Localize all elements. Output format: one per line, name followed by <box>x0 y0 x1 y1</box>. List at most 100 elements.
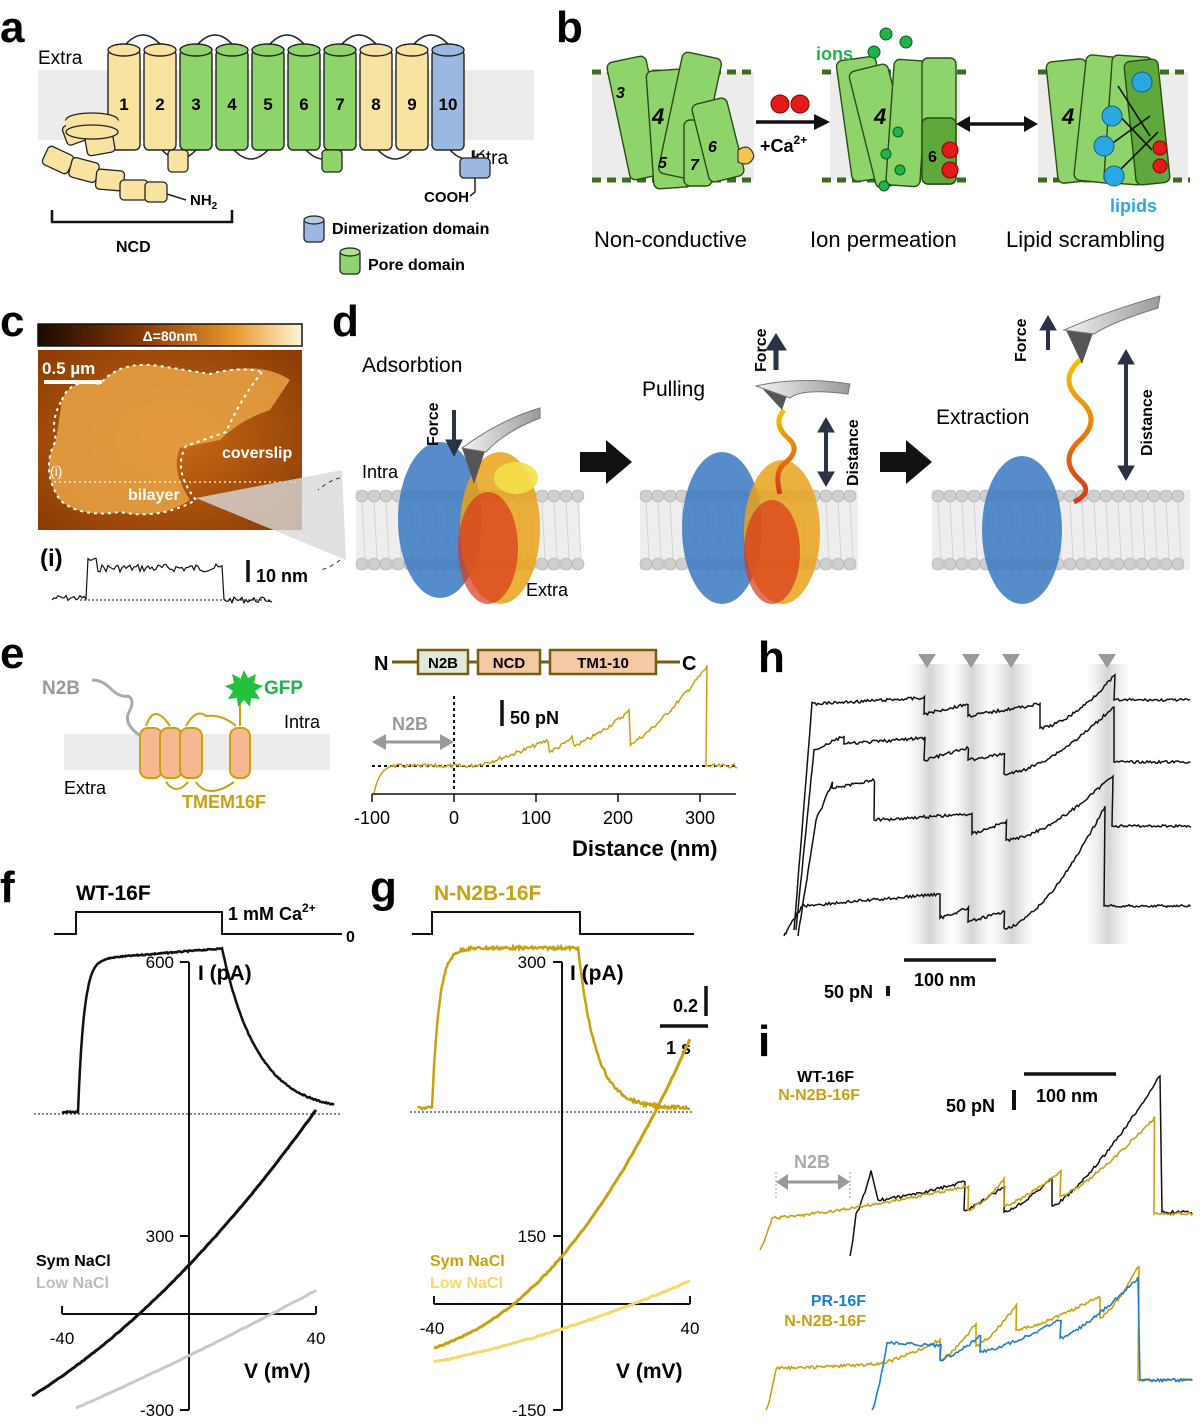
x-axis-label-g: V (mV) <box>616 1360 683 1383</box>
ca-stim-label: 1 mM Ca2+ <box>228 901 316 924</box>
panel-label-e: e <box>0 629 24 678</box>
afm-tip-1 <box>460 407 541 484</box>
panel-label-c: c <box>0 297 24 346</box>
panel-label-h: h <box>758 633 785 682</box>
svg-text:Extra: Extra <box>526 580 569 600</box>
ions-label: ions <box>816 44 853 64</box>
panel-label-d: d <box>332 297 359 346</box>
svg-text:100 nm: 100 nm <box>1036 1086 1098 1106</box>
svg-text:Force: Force <box>425 402 442 446</box>
panel-e-construct: N2B GFP Intra Extra TMEM16F N N2B NCD TM… <box>42 648 738 861</box>
svg-text:300: 300 <box>518 953 546 972</box>
afm-tip-2 <box>754 379 851 410</box>
iv-low-nacl-n2b <box>433 1279 691 1364</box>
svg-text:6: 6 <box>928 149 937 166</box>
panel-label-b: b <box>556 3 583 52</box>
step-adsorbtion: Adsorbtion <box>362 354 462 377</box>
panel-h-traces: 50 pN 100 nm <box>783 654 1192 1002</box>
nh2-label: NH2 <box>190 192 218 212</box>
svg-text:0.5 µm: 0.5 µm <box>42 359 95 378</box>
helix-label-10: 10 <box>439 95 458 114</box>
svg-text:40: 40 <box>307 1329 326 1348</box>
svg-text:Intra: Intra <box>284 712 321 732</box>
svg-text:C: C <box>682 653 696 675</box>
svg-text:GFP: GFP <box>264 678 303 699</box>
helix-label-4: 4 <box>227 95 237 114</box>
svg-text:100 nm: 100 nm <box>914 970 976 990</box>
svg-text:Distance: Distance <box>845 419 862 486</box>
legend-sym-f: Sym NaCl <box>36 1253 111 1270</box>
helix-label-7: 7 <box>335 95 344 114</box>
panel-g-n2b: N-N2B-16F 0.2 1 s 300 150 -150 -40 40 I … <box>410 882 708 1420</box>
helix-label-3: 3 <box>191 95 200 114</box>
title-wt16f: WT-16F <box>76 882 151 905</box>
legend-low-g: Low NaCl <box>430 1275 503 1292</box>
force-trace-i-wt <box>849 1074 1193 1257</box>
state-lipid-scrambling: Lipid scrambling <box>1006 227 1165 252</box>
legend-wt16f: WT-16F <box>797 1069 854 1086</box>
ncd-label: NCD <box>116 239 151 256</box>
step-arrow-1 <box>580 440 632 484</box>
state-nonconductive: Non-conductive <box>594 227 747 252</box>
svg-text:coverslip: coverslip <box>222 445 292 462</box>
x-tick-e: 0 <box>449 808 459 828</box>
svg-text:(i): (i) <box>50 463 62 479</box>
svg-text:Force: Force <box>753 328 770 372</box>
svg-text:0: 0 <box>346 929 355 946</box>
legend-nn2b16f-2: N-N2B-16F <box>784 1313 866 1330</box>
extra-label: Extra <box>38 48 83 69</box>
tmem16f-label: TMEM16F <box>182 792 266 812</box>
force-trace-i-n2b-2 <box>765 1265 1193 1411</box>
svg-text:300: 300 <box>146 1227 174 1246</box>
svg-text:N2B: N2B <box>794 1152 830 1172</box>
panel-label-a: a <box>0 3 25 52</box>
svg-text:4: 4 <box>1061 104 1074 129</box>
svg-text:NCD: NCD <box>493 655 526 672</box>
current-trace-n2b <box>417 943 691 1112</box>
helix-label-5: 5 <box>263 95 272 114</box>
svg-text:Distance: Distance <box>1139 389 1156 456</box>
x-tick-e: 200 <box>603 808 633 828</box>
helix-label-8: 8 <box>371 95 380 114</box>
svg-text:Extra: Extra <box>64 778 107 798</box>
x-axis-label-f: V (mV) <box>244 1360 311 1383</box>
profile-scale: 10 nm <box>256 566 308 586</box>
x-tick-e: 100 <box>521 808 551 828</box>
force-trace-h3 <box>797 774 1192 937</box>
svg-text:0.2: 0.2 <box>673 996 698 1016</box>
ca-label: +Ca2+ <box>760 133 807 156</box>
current-trace-wt <box>61 946 335 1114</box>
svg-text:N2B: N2B <box>42 678 80 699</box>
iv-sym-nacl-wt <box>31 1108 318 1398</box>
state-ion-permeation: Ion permeation <box>810 227 957 252</box>
svg-text:150: 150 <box>518 1227 546 1246</box>
svg-text:6: 6 <box>708 139 717 156</box>
panel-i-comparison: WT-16F N-N2B-16F 50 pN 100 nm N2B PR-16F… <box>759 1069 1194 1411</box>
svg-text:600: 600 <box>146 953 174 972</box>
step-arrow-2 <box>880 440 932 484</box>
title-nn2b16f: N-N2B-16F <box>434 882 542 905</box>
svg-text:Pore domain: Pore domain <box>368 257 465 274</box>
panel-b-gating-scheme: 3 4 5 7 6 +Ca2+ 4 6 ions <box>592 27 1190 252</box>
legend-low-f: Low NaCl <box>36 1275 109 1292</box>
legend-pore: Pore domain <box>339 247 465 275</box>
y-axis-label-g: I (pA) <box>570 962 624 985</box>
svg-text:Force: Force <box>1013 318 1030 362</box>
svg-text:TM1-10: TM1-10 <box>577 655 629 672</box>
force-curve-e <box>373 665 738 795</box>
svg-text:-40: -40 <box>420 1319 445 1338</box>
svg-text:5: 5 <box>658 155 668 172</box>
panel-label-f: f <box>0 863 15 912</box>
height-profile <box>51 557 273 605</box>
force-trace-h1 <box>793 673 1191 931</box>
svg-text:-40: -40 <box>50 1329 75 1348</box>
panel-d-smfs: Adsorbtion Pulling Extraction Intra Extr… <box>355 295 1190 604</box>
force-trace-i-n2b-1 <box>759 1116 1194 1251</box>
panel-label-i: i <box>758 1017 770 1066</box>
step-extraction: Extraction <box>936 406 1029 429</box>
lipids-label: lipids <box>1110 196 1157 216</box>
legend-sym-g: Sym NaCl <box>430 1253 505 1270</box>
legend-nn2b16f-1: N-N2B-16F <box>778 1087 860 1104</box>
svg-text:N: N <box>374 653 388 675</box>
